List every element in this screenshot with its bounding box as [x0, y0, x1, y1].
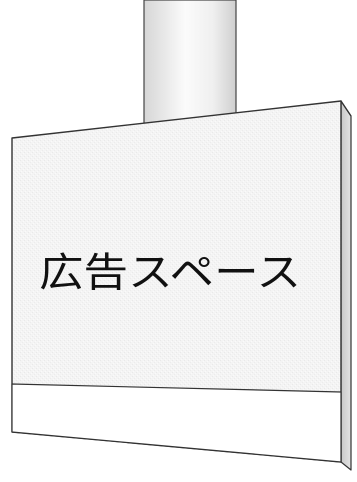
sign-label: 広告スペース	[39, 250, 301, 296]
sign-panel-side-top-edge	[340, 100, 352, 117]
sign-panel-side	[340, 100, 352, 471]
sign-post	[143, 0, 237, 127]
sign-panel-bottom-band	[11, 383, 342, 463]
